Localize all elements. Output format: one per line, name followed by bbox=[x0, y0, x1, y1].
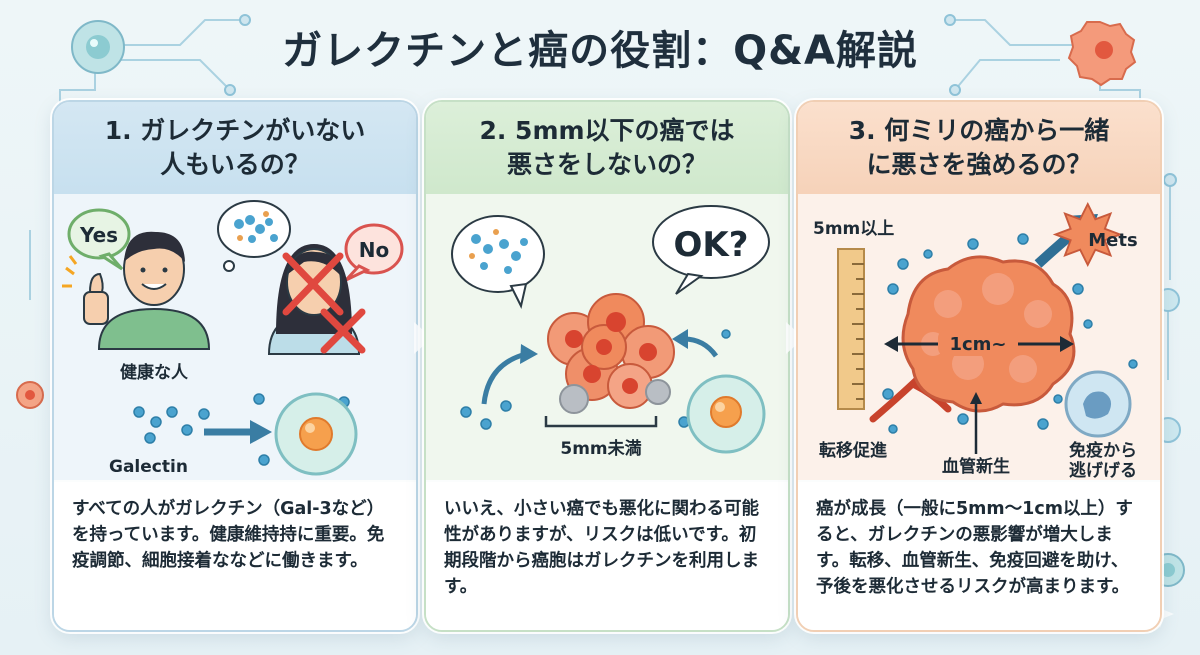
thumbs-up-icon bbox=[62, 255, 109, 325]
panel-header: 1. ガレクチンがいない 人もいるの？ bbox=[54, 102, 416, 194]
metastasis-label: 転移促進 bbox=[819, 440, 887, 461]
yes-label: Yes bbox=[79, 223, 118, 247]
panel-tumor-size-threshold: 3. 何ミリの癌から一緒 に悪さを強めるの？ 5mm以上 bbox=[796, 100, 1162, 632]
panel-small-tumor: 2. 5mm以下の癌では 悪さをしないの？ OK? bbox=[424, 100, 790, 632]
answer-box: すべての人がガレクチン（Gal-3など）を持っています。健康維持持に重要。免疫調… bbox=[54, 482, 416, 630]
immune-label-2: 逃げげる bbox=[1069, 460, 1137, 480]
panel-header: 2. 5mm以下の癌では 悪さをしないの？ bbox=[426, 102, 788, 194]
ruler-icon bbox=[837, 248, 865, 410]
mets-label: Mets bbox=[1088, 230, 1137, 251]
illustration-small-tumor: OK? 5mm未満 bbox=[451, 205, 770, 459]
arrow-icon bbox=[786, 322, 804, 354]
answer-text: すべての人がガレクチン（Gal-3など）を持っています。健康維持持に重要。免疫調… bbox=[72, 499, 385, 571]
tumor-icon bbox=[1067, 21, 1137, 87]
question-text: 1. ガレクチンがいない 人もいるの？ bbox=[104, 116, 366, 179]
page-title: ガレクチンと癌の役割：Q&A解説 bbox=[282, 28, 918, 74]
healthy-person-icon bbox=[97, 231, 211, 350]
immune-label: 免疫から bbox=[1069, 440, 1137, 461]
answer-box: 癌が成長（一般に5mm～1cm以上）すると、ガレクチンの悪影響が増大します。転移… bbox=[798, 482, 1160, 630]
size-label: 1cm~ bbox=[949, 334, 1006, 355]
cell-icon bbox=[71, 20, 125, 74]
panel-galectin-presence: 1. ガレクチンがいない 人もいるの？ Yes No bbox=[52, 100, 418, 632]
illustration-large-tumor: 5mm以上 bbox=[813, 201, 1138, 480]
angiogenesis-label: 血管新生 bbox=[942, 456, 1010, 477]
healthy-label: 健康な人 bbox=[120, 362, 189, 383]
cell-icon bbox=[274, 392, 358, 476]
answer-text: 癌が成長（一般に5mm～1cm以上）すると、ガレクチンの悪影響が増大します。転移… bbox=[816, 499, 1133, 597]
arrow-icon bbox=[414, 322, 432, 354]
question-text: 3. 何ミリの癌から一緒 に悪さを強めるの？ bbox=[848, 116, 1110, 179]
tumor-icon bbox=[16, 381, 44, 409]
answer-box: いいえ、小さい癌でも悪化に関わる可能性がありますが、リスクは低いです。初期段階か… bbox=[426, 482, 788, 630]
answer-text: いいえ、小さい癌でも悪化に関わる可能性がありますが、リスクは低いです。初期段階か… bbox=[444, 499, 759, 597]
illustration-healthy-person: Yes No bbox=[62, 200, 404, 477]
panel-header: 3. 何ミリの癌から一緒 に悪さを強めるの？ bbox=[798, 102, 1160, 194]
ok-label: OK? bbox=[674, 225, 749, 265]
ruler-label: 5mm以上 bbox=[813, 219, 894, 239]
size-label: 5mm未満 bbox=[560, 438, 641, 459]
immune-cell-icon bbox=[1064, 370, 1132, 438]
cell-icon bbox=[686, 374, 766, 454]
question-text: 2. 5mm以下の癌では 悪さをしないの？ bbox=[479, 116, 735, 179]
no-label: No bbox=[359, 238, 389, 262]
galectin-label: Galectin bbox=[109, 457, 188, 477]
